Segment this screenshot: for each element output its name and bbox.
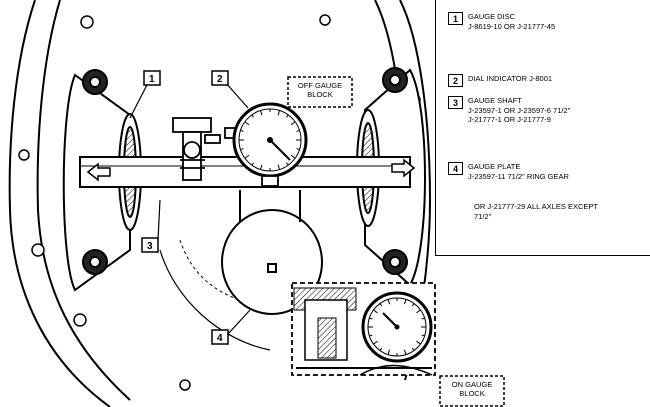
dial-tick	[403, 299, 407, 305]
dial-tick	[290, 121, 296, 126]
on-gauge-block-label: ON GAUGE BLOCK	[440, 380, 504, 398]
callout-2: 2	[217, 74, 223, 85]
legend-number-box: 1	[448, 12, 463, 25]
shaft-arrow-left-icon	[86, 162, 111, 182]
callout-4: 4	[217, 333, 223, 344]
dial-tick	[251, 114, 254, 118]
callout-box-1	[143, 70, 161, 86]
legend-item-4: 4 GAUGE PLATE J-23597-11 71/2" RING GEAR	[448, 162, 569, 181]
on-gauge-block-line-2: BLOCK	[459, 389, 485, 398]
dial-tick	[416, 309, 421, 314]
dial-tick	[379, 303, 383, 307]
callout-3: 3	[147, 241, 153, 252]
dial-indicator	[224, 102, 308, 187]
legend-item-1: 1 GAUGE DISC J-8619-10 OR J-21777-45	[448, 12, 555, 31]
legend-panel: 1 GAUGE DISC J-8619-10 OR J-21777-45 2 D…	[435, 0, 650, 256]
legend-item-3: 3 GAUGE SHAFT J-23597-1 OR J-23597-6 71/…	[448, 96, 570, 125]
legend-item-4-line-1: GAUGE PLATE	[468, 162, 521, 171]
dial-tick	[244, 121, 250, 126]
dial-tick	[387, 349, 391, 355]
legend-note: OR J-21777-29 ALL AXLES EXCEPT 71/2"	[474, 202, 598, 221]
dial-tick	[369, 334, 373, 337]
legend-note-line-1: OR J-21777-29 ALL AXLES EXCEPT	[474, 202, 598, 211]
dial-tick	[259, 110, 263, 116]
dial-tick	[240, 129, 244, 132]
dial-tick	[240, 148, 244, 151]
dial-tick	[387, 299, 391, 305]
off-gauge-block-box	[287, 76, 353, 108]
dial-tick	[277, 110, 281, 116]
callout-box-2	[211, 70, 229, 86]
callout-box-3	[141, 237, 159, 253]
callout-leaders	[129, 82, 251, 335]
dial-tick	[286, 114, 289, 118]
dial-tick	[251, 162, 254, 166]
dial-tick	[373, 309, 378, 314]
on-gauge-block-box	[439, 375, 505, 407]
dial-tick	[403, 349, 407, 355]
dial-tick	[379, 347, 383, 351]
legend-item-1-line-2: J-8619-10 OR J-21777-45	[468, 21, 556, 31]
dial-tick	[373, 340, 378, 345]
dial-tick	[259, 164, 263, 170]
dial-tick	[296, 148, 300, 151]
callout-1: 1	[149, 74, 155, 85]
dial-tick	[416, 340, 421, 345]
legend-note-line-2: 71/2"	[474, 211, 492, 221]
legend-number-box: 4	[448, 162, 463, 175]
dial-tick	[411, 347, 415, 351]
dial-tick	[244, 154, 250, 159]
legend-item-3-line-2: J-23597-1 OR J-23597-6 71/2"	[468, 105, 571, 115]
dial-tick	[369, 317, 373, 320]
indicator-clamp	[172, 117, 221, 181]
dial-tick	[277, 164, 281, 170]
dial-tick	[411, 303, 415, 307]
on-gauge-inset	[291, 282, 436, 376]
legend-item-2: 2 DIAL INDICATOR J-8001	[448, 74, 552, 87]
legend-item-3-line-1: GAUGE SHAFT	[468, 96, 522, 105]
legend-number-box: 2	[448, 74, 463, 87]
off-gauge-block-line-1: OFF GAUGE	[297, 81, 343, 90]
dial-tick	[421, 334, 425, 337]
on-gauge-block-line-1: ON GAUGE	[451, 380, 493, 389]
legend-number-box: 3	[448, 96, 463, 109]
dial-tick	[421, 317, 425, 320]
off-gauge-block-line-2: BLOCK	[307, 90, 333, 99]
legend-item-3-line-3: J-21777-1 OR J-21777-9	[468, 115, 551, 124]
dial-tick	[290, 154, 296, 159]
legend-item-4-line-2: J-23597-11 71/2" RING GEAR	[468, 171, 569, 181]
dial-tick	[286, 162, 289, 166]
carrier-housing	[8, 0, 432, 407]
legend-item-2-line-1: DIAL INDICATOR J-8001	[468, 74, 553, 83]
legend-item-1-line-1: GAUGE DISC	[468, 12, 516, 21]
off-gauge-block-label: OFF GAUGE BLOCK	[288, 81, 352, 99]
shaft-arrow-right-icon	[391, 158, 416, 178]
callout-box-4	[211, 329, 229, 345]
dial-tick	[296, 129, 300, 132]
